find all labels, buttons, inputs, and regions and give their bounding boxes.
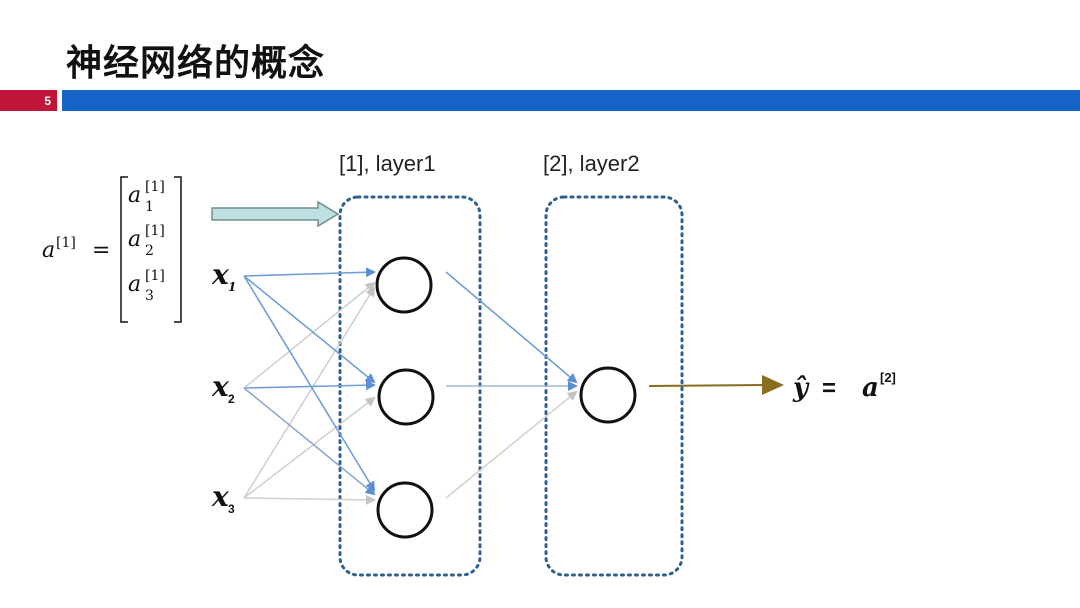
svg-text:2: 2 xyxy=(145,243,154,259)
output-a: a xyxy=(862,373,879,403)
input-label-x2: x 2 xyxy=(211,370,235,406)
svg-text:x: x xyxy=(211,258,229,291)
output-arrow-head xyxy=(762,375,784,395)
svg-text:2: 2 xyxy=(228,392,235,406)
svg-text:[1]: [1] xyxy=(145,223,165,239)
svg-text:[1]: [1] xyxy=(145,179,165,195)
right-bracket xyxy=(174,176,182,323)
y-hat: ŷ xyxy=(792,373,810,403)
left-bracket xyxy=(120,176,128,323)
edge-x3-h1 xyxy=(243,286,376,499)
edge-h1-out xyxy=(445,271,578,384)
page-title: 神经网络的概念 xyxy=(66,43,326,84)
input-label-x1: x 1 xyxy=(211,258,236,294)
svg-text:1: 1 xyxy=(145,199,154,215)
page-number-badge: 5 xyxy=(0,90,57,111)
edge-x1-h3 xyxy=(243,275,376,492)
svg-text:a: a xyxy=(128,227,141,252)
edge-x3-h3 xyxy=(243,494,376,505)
formula-equals: = xyxy=(92,238,110,263)
input-edges-blue xyxy=(243,267,376,496)
pointer-arrow xyxy=(211,200,340,228)
svg-text:a: a xyxy=(128,272,141,297)
svg-text:a: a xyxy=(128,183,141,208)
hidden-neuron-3 xyxy=(376,481,434,539)
svg-text:[1]: [1] xyxy=(145,268,165,284)
output-equals: = xyxy=(822,375,836,402)
hidden-output-edges xyxy=(445,271,578,499)
edge-h3-out xyxy=(445,390,578,499)
input-label-x3: x 3 xyxy=(211,480,235,516)
hidden-neuron-2 xyxy=(377,368,435,426)
svg-text:1: 1 xyxy=(228,280,236,294)
formula-lhs: a xyxy=(42,238,55,263)
hidden-neuron-1 xyxy=(375,256,433,314)
page-number: 5 xyxy=(44,93,51,108)
header-bar xyxy=(62,90,1080,111)
output-formula: ŷ = a [2] xyxy=(792,370,896,403)
edge-x2-h3 xyxy=(243,387,376,496)
svg-text:x: x xyxy=(211,370,229,403)
edge-x1-h2 xyxy=(243,275,376,384)
formula-lhs-sup: [1] xyxy=(56,235,76,251)
svg-text:3: 3 xyxy=(145,288,154,304)
output-arrow xyxy=(648,384,766,387)
edge-x2-h2 xyxy=(243,380,376,391)
output-a-sup: [2] xyxy=(880,370,896,385)
input-edges-gray xyxy=(243,281,376,505)
svg-text:3: 3 xyxy=(228,502,235,516)
output-neuron xyxy=(579,366,637,424)
layer2-label: [2], layer2 xyxy=(543,151,640,176)
edge-x2-h1 xyxy=(243,281,376,389)
edge-x3-h2 xyxy=(243,396,376,499)
svg-text:x: x xyxy=(211,480,229,513)
activation-vector-formula: a [1] = a [1] 1 a [1] 2 a [1] 3 xyxy=(42,176,182,323)
layer1-label: [1], layer1 xyxy=(339,151,436,176)
edge-x1-h1 xyxy=(243,267,376,278)
